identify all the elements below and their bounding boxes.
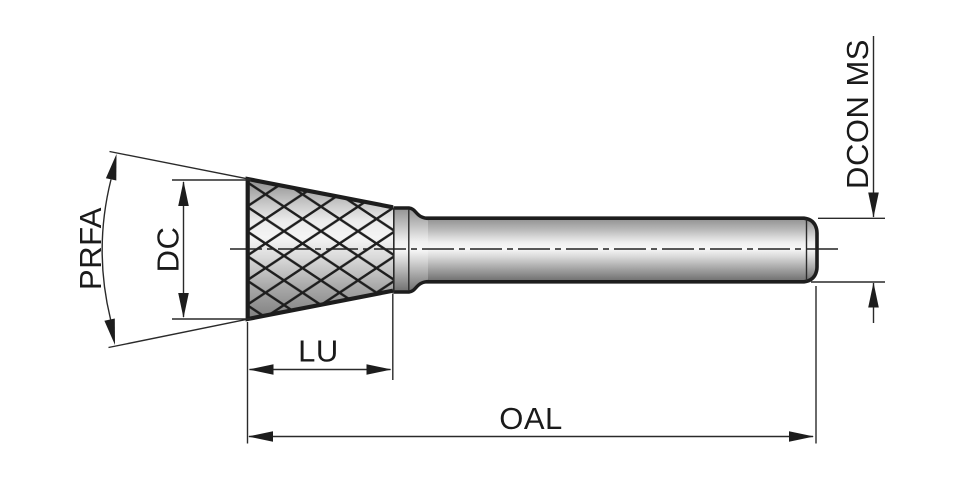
burr-part (230, 176, 838, 322)
lu-arrowhead-left (248, 364, 274, 375)
dc-arrowhead-bottom (178, 293, 189, 318)
shank-body (424, 218, 817, 282)
arc-arrowhead-top (105, 154, 117, 181)
label-shank-diameter: DCON MS (840, 39, 875, 189)
collar (392, 206, 429, 294)
dim-cutting-diameter (172, 179, 251, 320)
dim-overall-length (246, 286, 817, 444)
label-profile-angle: PRFA (73, 207, 108, 290)
angle-line-top (109, 150, 251, 180)
label-cutting-diameter: DC (151, 227, 186, 273)
arc-arrowhead-bottom (104, 318, 115, 345)
dc-arrowhead-top (178, 181, 189, 206)
oal-arrowhead-right (789, 431, 814, 442)
dcon-arrowhead-lower (868, 282, 879, 308)
angle-arc (101, 179, 112, 320)
collar-body (393, 207, 428, 293)
dim-profile-angle (101, 150, 251, 349)
lu-arrowhead-right (366, 364, 392, 375)
label-cutting-length: LU (298, 334, 339, 369)
collar-outline (393, 206, 429, 294)
oal-arrowhead-left (248, 431, 273, 442)
label-overall-length: OAL (499, 401, 563, 436)
shank (424, 216, 819, 284)
dim-cutting-length (248, 293, 394, 380)
dim-shank-diameter (811, 36, 885, 323)
angle-line-bottom (108, 318, 251, 349)
shank-outline (424, 216, 819, 284)
dcon-arrowhead-upper (868, 192, 879, 218)
